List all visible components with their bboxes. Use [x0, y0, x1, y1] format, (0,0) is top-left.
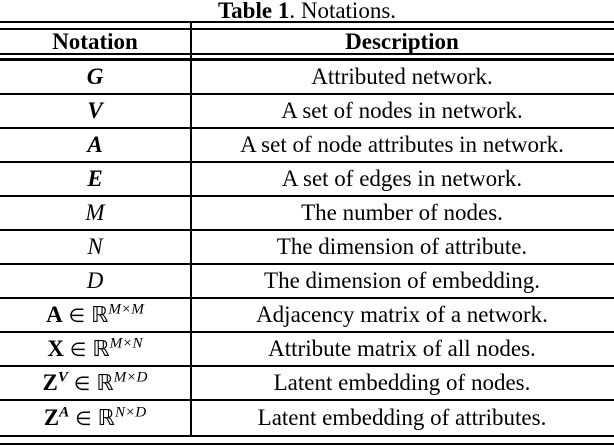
description-cell: A set of node attributes in network. [240, 132, 564, 157]
description-cell: Adjacency matrix of a network. [256, 302, 548, 327]
notation-cell: ZV ∈ ℝM×D [0, 368, 190, 396]
notation-symbol-sup: M×M [108, 300, 144, 318]
notation-symbol-bb: ℝ [96, 371, 114, 396]
notation-symbol-bb: ℝ [97, 406, 115, 431]
table-body: G Attributed network. V A set of nodes i… [0, 61, 614, 435]
notation-cell: ZA ∈ ℝN×D [0, 403, 190, 431]
notation-symbol-bf: Z [42, 370, 58, 395]
header-rule-inner [0, 58, 614, 61]
notation-symbol-bf: Z [43, 405, 60, 430]
notation-symbol-sup: M×D [113, 368, 148, 386]
description-cell: A set of nodes in network. [281, 98, 523, 123]
notation-symbol-bb: ℝ [91, 303, 109, 328]
table-row: A ∈ ℝM×M Adjacency matrix of a network. [0, 299, 614, 333]
table-header-row: Notation Description [0, 30, 614, 53]
table-row: D The dimension of embedding. [0, 265, 614, 299]
description-cell: Attribute matrix of all nodes. [268, 336, 536, 361]
description-cell: The number of nodes. [301, 200, 503, 225]
column-header-description: Description [345, 29, 459, 54]
caption-title: . Notations. [289, 0, 397, 23]
table-row: N The dimension of attribute. [0, 231, 614, 265]
top-rule-gap [0, 23, 614, 28]
notation-symbol-bf: X [47, 336, 64, 361]
description-cell: Latent embedding of attributes. [257, 405, 547, 430]
header-rule-gap [0, 55, 614, 58]
notation-symbol-cal: A [87, 132, 103, 157]
column-header-notation: Notation [52, 29, 138, 54]
notations-table: Notation Description G Attributed networ… [0, 21, 614, 437]
notation-cell: A ∈ ℝM×M [0, 300, 190, 328]
notation-symbol-it: N [87, 234, 103, 259]
top-rule-inner [0, 28, 614, 30]
top-rule-outer [0, 21, 614, 23]
table-row: V A set of nodes in network. [0, 95, 614, 129]
notation-symbol-op: ∈ [62, 305, 92, 327]
notation-cell: M [0, 200, 190, 226]
notation-symbol-supcal: V [57, 368, 68, 386]
bottom-rule-outer [0, 443, 614, 445]
description-cell: A set of edges in network. [281, 166, 523, 191]
notation-symbol-bb: ℝ [92, 337, 110, 362]
notation-cell: G [0, 64, 190, 90]
notation-symbol-sup: M×N [109, 334, 143, 352]
notation-symbol-it: M [85, 200, 105, 225]
table-row: E A set of edges in network. [0, 163, 614, 197]
description-cell: Latent embedding of nodes. [273, 370, 531, 395]
notation-symbol-bf: A [46, 302, 63, 327]
notation-symbol-supcal: A [59, 403, 70, 421]
bottom-rule-inner [0, 435, 614, 437]
table-row: A A set of node attributes in network. [0, 129, 614, 163]
notation-symbol-cal: V [87, 98, 103, 123]
table-caption: Table 1. Notations. [0, 0, 614, 23]
table-row: ZA ∈ ℝN×D Latent embedding of attributes… [0, 401, 614, 435]
notation-cell: A [0, 132, 190, 158]
table-row: ZV ∈ ℝM×D Latent embedding of nodes. [0, 367, 614, 401]
table-row: X ∈ ℝM×N Attribute matrix of all nodes. [0, 333, 614, 367]
table-row: M The number of nodes. [0, 197, 614, 231]
caption-label: Table 1 [217, 0, 290, 23]
description-cell: The dimension of embedding. [264, 268, 540, 293]
notation-symbol-it: D [86, 268, 104, 293]
description-cell: The dimension of attribute. [276, 234, 528, 259]
notation-cell: N [0, 234, 190, 260]
notation-cell: V [0, 98, 190, 124]
bottom-rule-gap [0, 437, 614, 443]
notation-symbol-cal: G [86, 64, 104, 89]
notation-cell: D [0, 268, 190, 294]
notation-cell: E [0, 166, 190, 192]
notation-symbol-op: ∈ [63, 339, 93, 361]
description-cell: Attributed network. [311, 64, 493, 89]
column-divider [190, 21, 192, 437]
notation-symbol-op: ∈ [69, 408, 98, 430]
table-row: G Attributed network. [0, 61, 614, 95]
notation-symbol-sup: N×D [114, 403, 147, 421]
notation-symbol-op: ∈ [67, 373, 97, 395]
notation-symbol-cal: E [87, 166, 103, 191]
header-rule-outer [0, 53, 614, 55]
notation-cell: X ∈ ℝM×N [0, 334, 190, 362]
